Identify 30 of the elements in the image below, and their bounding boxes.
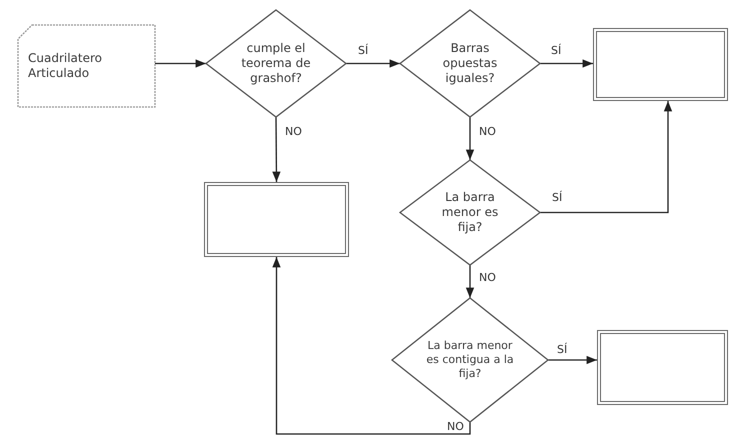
edge-label: NO xyxy=(284,126,303,138)
decision-diamond xyxy=(206,10,346,117)
process-box xyxy=(597,330,728,405)
arrow xyxy=(466,265,474,298)
process-box xyxy=(593,28,728,101)
question-text: La barra menor es fija? xyxy=(440,190,500,235)
question-text: Barras opuestas iguales? xyxy=(442,41,498,86)
decision-diamond xyxy=(400,10,540,117)
input-card xyxy=(18,25,155,107)
arrow xyxy=(272,257,471,435)
decision-diamond xyxy=(392,298,548,422)
edge-label: NO xyxy=(478,272,497,284)
edge-label: SÍ xyxy=(556,344,568,356)
edge-label: SÍ xyxy=(550,45,562,58)
question-text: La barra menor es contigua a la fija? xyxy=(425,339,515,381)
edge-label: NO xyxy=(446,421,465,434)
node-text: Cuadrilatero Articulado xyxy=(28,51,104,81)
arrow xyxy=(272,117,281,182)
arrow xyxy=(548,356,597,364)
edge-label: SÍ xyxy=(357,45,370,58)
edge-label: SÍ xyxy=(551,192,564,204)
arrow xyxy=(346,59,400,68)
decision-diamond xyxy=(400,160,540,265)
edge-label: NO xyxy=(478,126,497,138)
arrow xyxy=(155,59,206,68)
arrow xyxy=(540,101,672,214)
process-box xyxy=(204,182,349,257)
question-text: cumple el teorema de grashof? xyxy=(240,41,312,86)
arrow xyxy=(540,59,593,68)
arrow xyxy=(466,117,474,160)
